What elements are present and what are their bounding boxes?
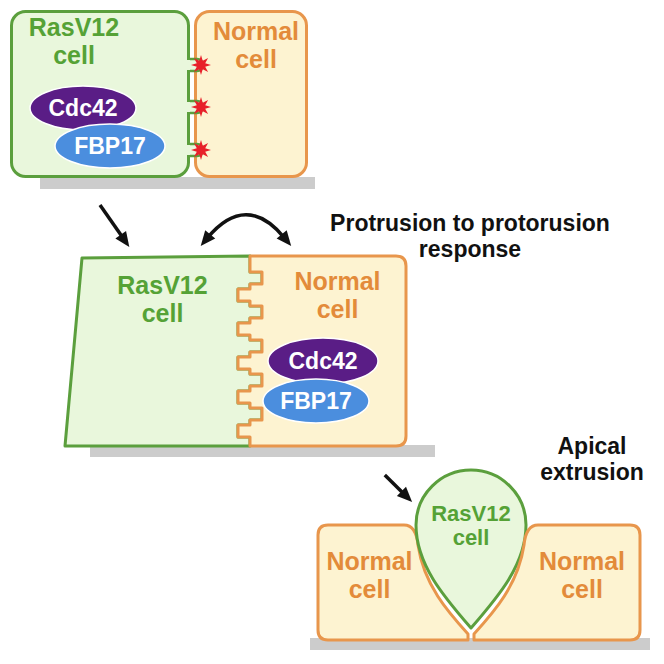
cdc42-ellipse: Cdc42 <box>30 86 136 130</box>
protein-label: Cdc42 <box>30 86 136 130</box>
normal-cell: Normal cell <box>473 520 643 642</box>
cdc42-ellipse: Cdc42 <box>268 338 378 384</box>
contact-stars <box>191 55 211 160</box>
cell-membrane <box>474 525 640 640</box>
cell-membrane <box>65 256 262 446</box>
flow-arrow <box>385 475 412 502</box>
rasv12-cell: RasV12 cell <box>60 250 270 450</box>
normal-cell: Normal cellCdc42FBP17 <box>230 250 410 450</box>
contact-star <box>191 140 211 160</box>
annotation-label: Protrusion to protorusion response <box>300 210 640 263</box>
flow-arrow <box>100 205 129 247</box>
flow-arrow <box>201 215 292 246</box>
cell-outline <box>473 520 643 642</box>
arrowhead <box>397 487 412 502</box>
protein-ellipse <box>263 379 369 423</box>
arrow-curve <box>207 215 285 239</box>
normal-cell: Normal cell <box>194 10 308 178</box>
contact-star <box>191 55 211 75</box>
contact-star <box>191 97 211 117</box>
protein-label: Cdc42 <box>268 338 378 384</box>
fbp17-ellipse: FBP17 <box>55 124 165 168</box>
cell-membrane <box>196 12 307 177</box>
cell-label: Normal cell <box>322 548 417 603</box>
substrate-bar <box>40 177 315 189</box>
arrow-line <box>100 205 124 239</box>
cell-label: Normal cell <box>285 268 390 323</box>
cell-label: Normal cell <box>532 548 632 603</box>
protein-label: FBP17 <box>55 124 165 168</box>
rasv12-cell: RasV12 cellCdc42FBP17 <box>10 10 190 178</box>
label-slot: Protrusion to protorusion response <box>300 210 640 263</box>
cell-label: RasV12 cell <box>18 14 130 69</box>
arrowhead <box>115 231 129 247</box>
arrowhead <box>277 230 292 246</box>
cell-membrane <box>238 256 406 446</box>
arrowhead <box>201 230 216 246</box>
cell-label: Normal cell <box>206 18 306 73</box>
protein-ellipse <box>268 338 378 384</box>
protein-ellipse <box>30 86 136 130</box>
label-slot: Apical extrusion <box>530 433 654 486</box>
annotation-label: Apical extrusion <box>530 433 654 486</box>
cell-label: RasV12 cell <box>421 502 521 550</box>
cell-label: RasV12 cell <box>100 272 225 327</box>
protein-ellipse <box>55 124 165 168</box>
protein-label: FBP17 <box>263 379 369 423</box>
fbp17-ellipse: FBP17 <box>263 379 369 423</box>
cell-membrane <box>12 12 189 177</box>
